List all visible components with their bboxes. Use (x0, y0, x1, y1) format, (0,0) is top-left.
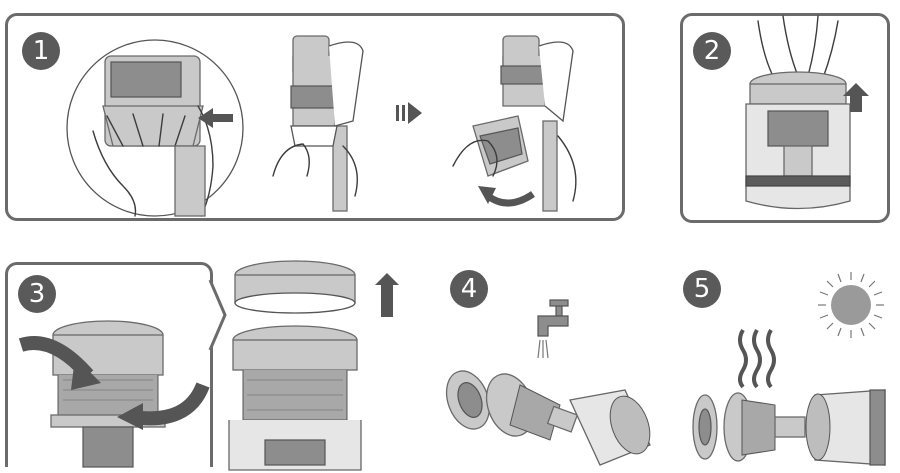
push-arrow-icon (198, 108, 233, 128)
step-2-badge: 2 (693, 32, 731, 70)
rotate-arrow-icon (485, 191, 535, 207)
step-1-panel: 1 (5, 13, 625, 221)
up-arrow-icon (843, 83, 869, 112)
step-1-number: 1 (32, 36, 50, 66)
vacuum-bin-removed-illustration (452, 35, 577, 212)
next-step-arrow-icon (396, 102, 422, 124)
step-3-panel: 3 (5, 262, 213, 468)
step-5-badge: 5 (683, 270, 721, 308)
step-2-number: 2 (703, 36, 721, 66)
vacuum-with-bin-illustration (272, 35, 364, 212)
wash-parts-illustration (445, 370, 651, 466)
dust-bin-zoom-illustration (66, 39, 244, 217)
remove-filter-from-bin-illustration (745, 15, 869, 210)
step-1-badge: 1 (22, 32, 60, 70)
twist-filter-illustration (18, 320, 210, 468)
rotate-arrow-icon (71, 357, 101, 390)
lift-filter-illustration (228, 260, 399, 471)
step-3-badge: 3 (18, 275, 56, 313)
step-5-number: 5 (693, 274, 711, 304)
heat-waves-icon (738, 328, 776, 389)
callout-pointer (208, 279, 227, 351)
dry-parts-illustration (692, 389, 886, 466)
water-tap-icon (537, 299, 569, 359)
step-4-number: 4 (460, 274, 478, 304)
up-arrow-icon (375, 273, 399, 317)
sun-icon (818, 272, 884, 338)
step-4-badge: 4 (450, 270, 488, 308)
step-3-number: 3 (28, 279, 46, 309)
step-2-panel: 2 (680, 13, 890, 223)
